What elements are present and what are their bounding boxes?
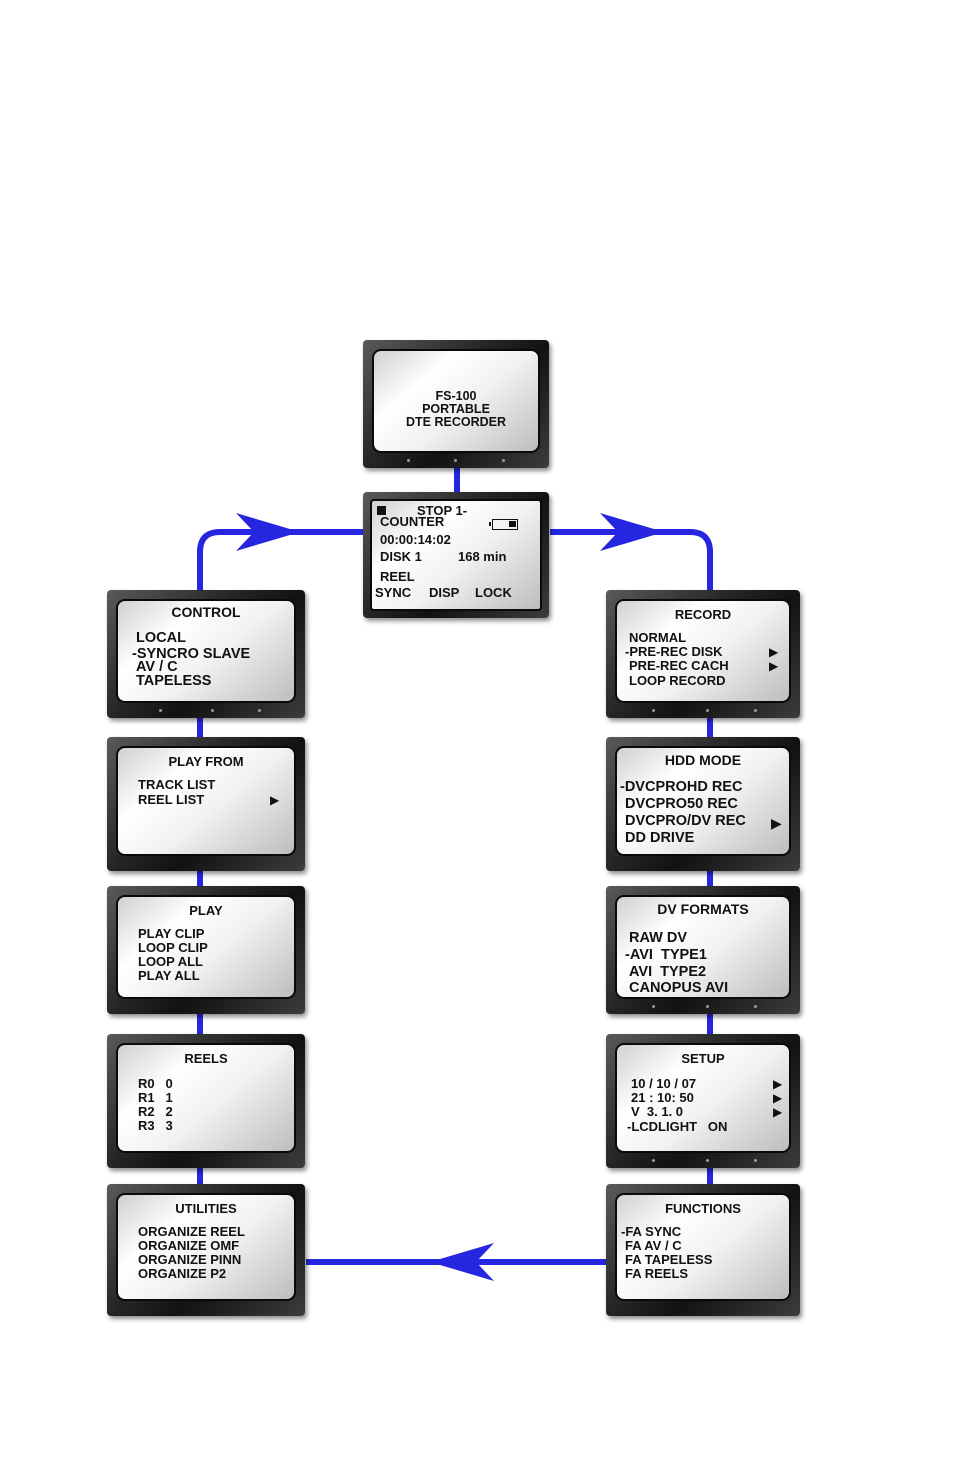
menu-title: SETUP <box>681 1051 725 1066</box>
arrow-right-icon: ▶ <box>773 1105 783 1119</box>
menu-item-dvcprohd-rec[interactable]: -DVCPROHD REC <box>620 779 743 795</box>
menu-item-tapeless[interactable]: TAPELESS <box>136 673 212 689</box>
menu-item-organize-omf[interactable]: ORGANIZE OMF <box>138 1238 240 1253</box>
menu-title: FUNCTIONS <box>665 1201 741 1216</box>
title-line-3: DTE RECORDER <box>405 415 506 429</box>
remaining-time: 168 min <box>458 549 507 564</box>
menu-title: PLAY <box>189 903 223 918</box>
menu-item-pre-rec-cach[interactable]: PRE-REC CACH <box>629 658 729 673</box>
menu-title: REELS <box>184 1051 228 1066</box>
menu-item-r2[interactable]: R2 2 <box>138 1104 173 1119</box>
menu-item-r1[interactable]: R1 1 <box>138 1090 173 1105</box>
disk-label: DISK 1 <box>380 549 422 564</box>
functions-menu: FUNCTIONS -FA SYNC FA AV / C FA TAPELESS… <box>606 1184 800 1316</box>
menu-item-time[interactable]: 21 : 10: 50 <box>631 1090 694 1105</box>
menu-item-organize-reel[interactable]: ORGANIZE REEL <box>138 1224 245 1239</box>
title-line-1: FS-100 <box>435 389 477 403</box>
menu-title: DV FORMATS <box>657 901 749 917</box>
menu-item-pre-rec-disk[interactable]: -PRE-REC DISK <box>625 644 723 659</box>
counter-label: COUNTER <box>380 514 445 529</box>
menu-item-dvcpro50-rec[interactable]: DVCPRO50 REC <box>625 796 738 812</box>
menu-item-r0[interactable]: R0 0 <box>138 1076 173 1091</box>
play-menu: PLAY PLAY CLIP LOOP CLIP LOOP ALL PLAY A… <box>107 886 305 1014</box>
menu-item-organize-pinn[interactable]: ORGANIZE PINN <box>138 1252 242 1267</box>
menu-item-loop-record[interactable]: LOOP RECORD <box>629 673 726 688</box>
arrow-right-icon: ▶ <box>270 793 280 807</box>
timecode: 00:00:14:02 <box>380 532 451 547</box>
arrow-right-icon: ▶ <box>773 1091 783 1105</box>
menu-title: UTILITIES <box>175 1201 237 1216</box>
arrow-right-icon: ▶ <box>769 659 779 673</box>
menu-item-play-clip[interactable]: PLAY CLIP <box>138 926 205 941</box>
menu-item-lcdlight[interactable]: -LCDLIGHT ON <box>627 1119 728 1134</box>
menu-item-r3[interactable]: R3 3 <box>138 1118 173 1133</box>
menu-title: RECORD <box>674 607 732 622</box>
menu-item-av-c[interactable]: AV / C <box>136 659 178 675</box>
battery-icon <box>489 519 518 530</box>
setup-menu: SETUP 10 / 10 / 07 ▶ 21 : 10: 50 ▶ V 3. … <box>606 1034 800 1168</box>
menu-item-play-all[interactable]: PLAY ALL <box>138 968 200 983</box>
menu-item-date[interactable]: 10 / 10 / 07 <box>631 1076 697 1091</box>
menu-item-version[interactable]: V 3. 1. 0 <box>631 1104 684 1119</box>
arrow-right-icon: ▶ <box>769 645 779 659</box>
menu-item-raw-dv[interactable]: RAW DV <box>629 930 687 946</box>
menu-item-dd-drive[interactable]: DD DRIVE <box>625 830 695 846</box>
softkey-sync[interactable]: SYNC <box>375 585 412 600</box>
menu-item-loop-clip[interactable]: LOOP CLIP <box>138 940 208 955</box>
menu-item-fa-av-c[interactable]: FA AV / C <box>625 1238 682 1253</box>
dv-formats-menu: DV FORMATS RAW DV -AVI TYPE1 AVI TYPE2 C… <box>606 886 800 1014</box>
arrowhead-left-top <box>236 513 300 551</box>
softkey-disp[interactable]: DISP <box>429 585 460 600</box>
menu-item-local[interactable]: LOCAL <box>136 630 186 646</box>
stop-icon <box>377 506 386 515</box>
arrow-right-icon: ▶ <box>771 815 782 831</box>
menu-item-syncro-slave[interactable]: -SYNCRO SLAVE <box>132 646 251 662</box>
record-menu: RECORD NORMAL -PRE-REC DISK ▶ PRE-REC CA… <box>606 590 800 718</box>
softkey-lock[interactable]: LOCK <box>475 585 512 600</box>
status-line: STOP 1- <box>417 503 468 518</box>
menu-item-avi-type2[interactable]: AVI TYPE2 <box>629 964 707 980</box>
title-screen: FS-100 PORTABLE DTE RECORDER <box>363 340 549 468</box>
menu-item-normal[interactable]: NORMAL <box>629 630 687 645</box>
arrow-right-icon: ▶ <box>773 1077 783 1091</box>
menu-title: HDD MODE <box>664 752 742 768</box>
menu-item-reel-list[interactable]: REEL LIST <box>138 792 205 807</box>
menu-item-fa-tapeless[interactable]: FA TAPELESS <box>625 1252 713 1267</box>
menu-item-fa-reels[interactable]: FA REELS <box>625 1266 689 1281</box>
menu-item-avi-type1[interactable]: -AVI TYPE1 <box>625 947 707 963</box>
title-line-2: PORTABLE <box>422 402 490 416</box>
arrowhead-right-top <box>600 513 664 551</box>
main-status-screen: STOP 1- COUNTER 00:00:14:02 DISK 1 168 m… <box>363 492 549 618</box>
menu-item-organize-p2[interactable]: ORGANIZE P2 <box>138 1266 227 1281</box>
play-from-menu: PLAY FROM TRACK LIST REEL LIST ▶ <box>107 737 305 871</box>
menu-title: CONTROL <box>171 604 241 620</box>
menu-title: PLAY FROM <box>168 754 244 769</box>
menu-item-track-list[interactable]: TRACK LIST <box>138 777 216 792</box>
connector-main-to-record <box>550 529 713 590</box>
menu-item-fa-sync[interactable]: -FA SYNC <box>621 1224 682 1239</box>
menu-item-dvcpro-dv-rec[interactable]: DVCPRO/DV REC <box>625 813 746 829</box>
reels-menu: REELS R0 0 R1 1 R2 2 R3 3 <box>107 1034 305 1168</box>
utilities-menu: UTILITIES ORGANIZE REEL ORGANIZE OMF ORG… <box>107 1184 305 1316</box>
reel-label: REEL <box>380 569 415 584</box>
hdd-mode-menu: HDD MODE -DVCPROHD REC DVCPRO50 REC DVCP… <box>606 737 800 871</box>
arrowhead-bottom <box>430 1243 494 1281</box>
menu-item-loop-all[interactable]: LOOP ALL <box>138 954 203 969</box>
menu-item-canopus-avi[interactable]: CANOPUS AVI <box>629 980 729 996</box>
connector-main-to-control <box>197 529 366 590</box>
control-menu: CONTROL LOCAL -SYNCRO SLAVE AV / C TAPEL… <box>107 590 305 718</box>
